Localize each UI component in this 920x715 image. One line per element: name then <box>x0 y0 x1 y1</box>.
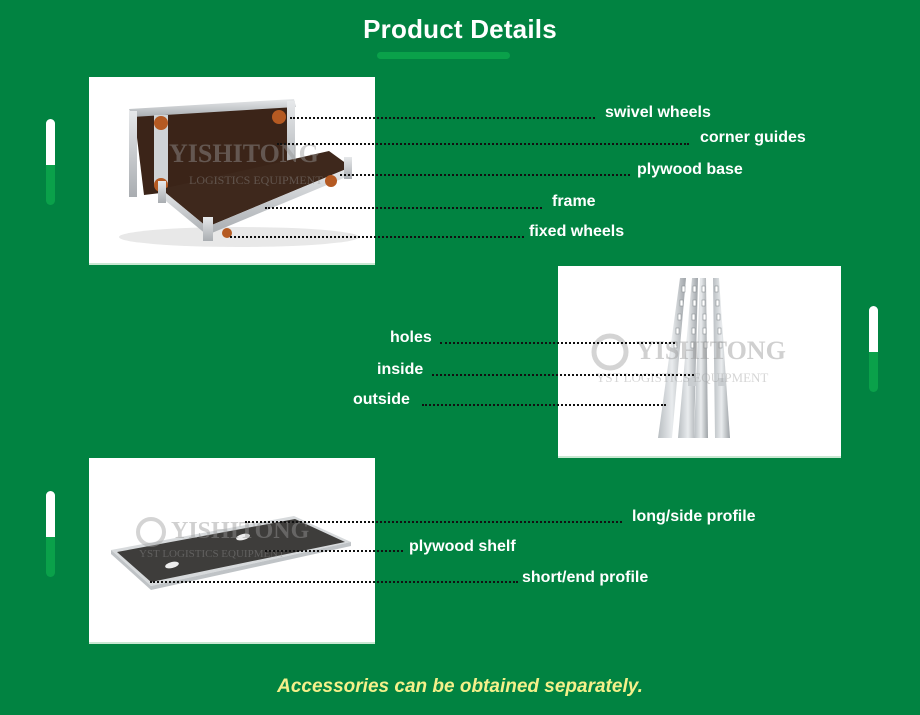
watermark-sub: LOGISTICS EQUIPMENT <box>189 173 323 187</box>
profiles-image: YISHITONG YST LOGISTICS EQUIPMENT <box>558 266 841 458</box>
title-underline <box>377 52 510 59</box>
page-title: Product Details <box>363 14 557 44</box>
slide-indicator <box>869 306 878 392</box>
slide-indicator <box>46 491 55 577</box>
profiles-illustration <box>591 278 730 438</box>
leader-line <box>265 550 403 552</box>
shelf-illustration <box>111 516 351 590</box>
leader-line <box>290 117 595 119</box>
leader-line <box>245 521 622 523</box>
callout-plywood-base: plywood base <box>637 161 743 178</box>
leader-line <box>340 174 630 176</box>
watermark-sub: YST LOGISTICS EQUIPMENT <box>139 548 285 560</box>
leader-line <box>422 404 666 406</box>
callout-inside: inside <box>377 361 424 378</box>
callout-swivel-wheels: swivel wheels <box>605 104 711 121</box>
callout-plywood-shelf: plywood shelf <box>409 538 516 555</box>
leader-line <box>265 207 542 209</box>
trolley-illustration <box>119 99 359 247</box>
callout-short-end-profile: short/end profile <box>522 569 649 586</box>
leader-line <box>277 143 689 145</box>
callout-corner-guides: corner guides <box>700 129 806 146</box>
leader-line <box>432 374 694 376</box>
callout-long-side-profile: long/side profile <box>632 508 756 525</box>
leader-line <box>440 342 675 344</box>
callout-fixed-wheels: fixed wheels <box>529 223 625 240</box>
shelf-image: YISHITONG YST LOGISTICS EQUIPMENT <box>89 458 375 644</box>
watermark: YISHITONG <box>636 336 786 365</box>
callout-frame: frame <box>552 193 596 210</box>
leader-line <box>150 581 518 583</box>
watermark-sub: YST LOGISTICS EQUIPMENT <box>596 370 769 385</box>
callout-outside: outside <box>353 391 410 408</box>
slide-indicator <box>46 119 55 205</box>
leader-line <box>230 236 524 238</box>
callout-holes: holes <box>390 329 432 346</box>
accessories-note: Accessories can be obtained separately. <box>277 676 643 697</box>
